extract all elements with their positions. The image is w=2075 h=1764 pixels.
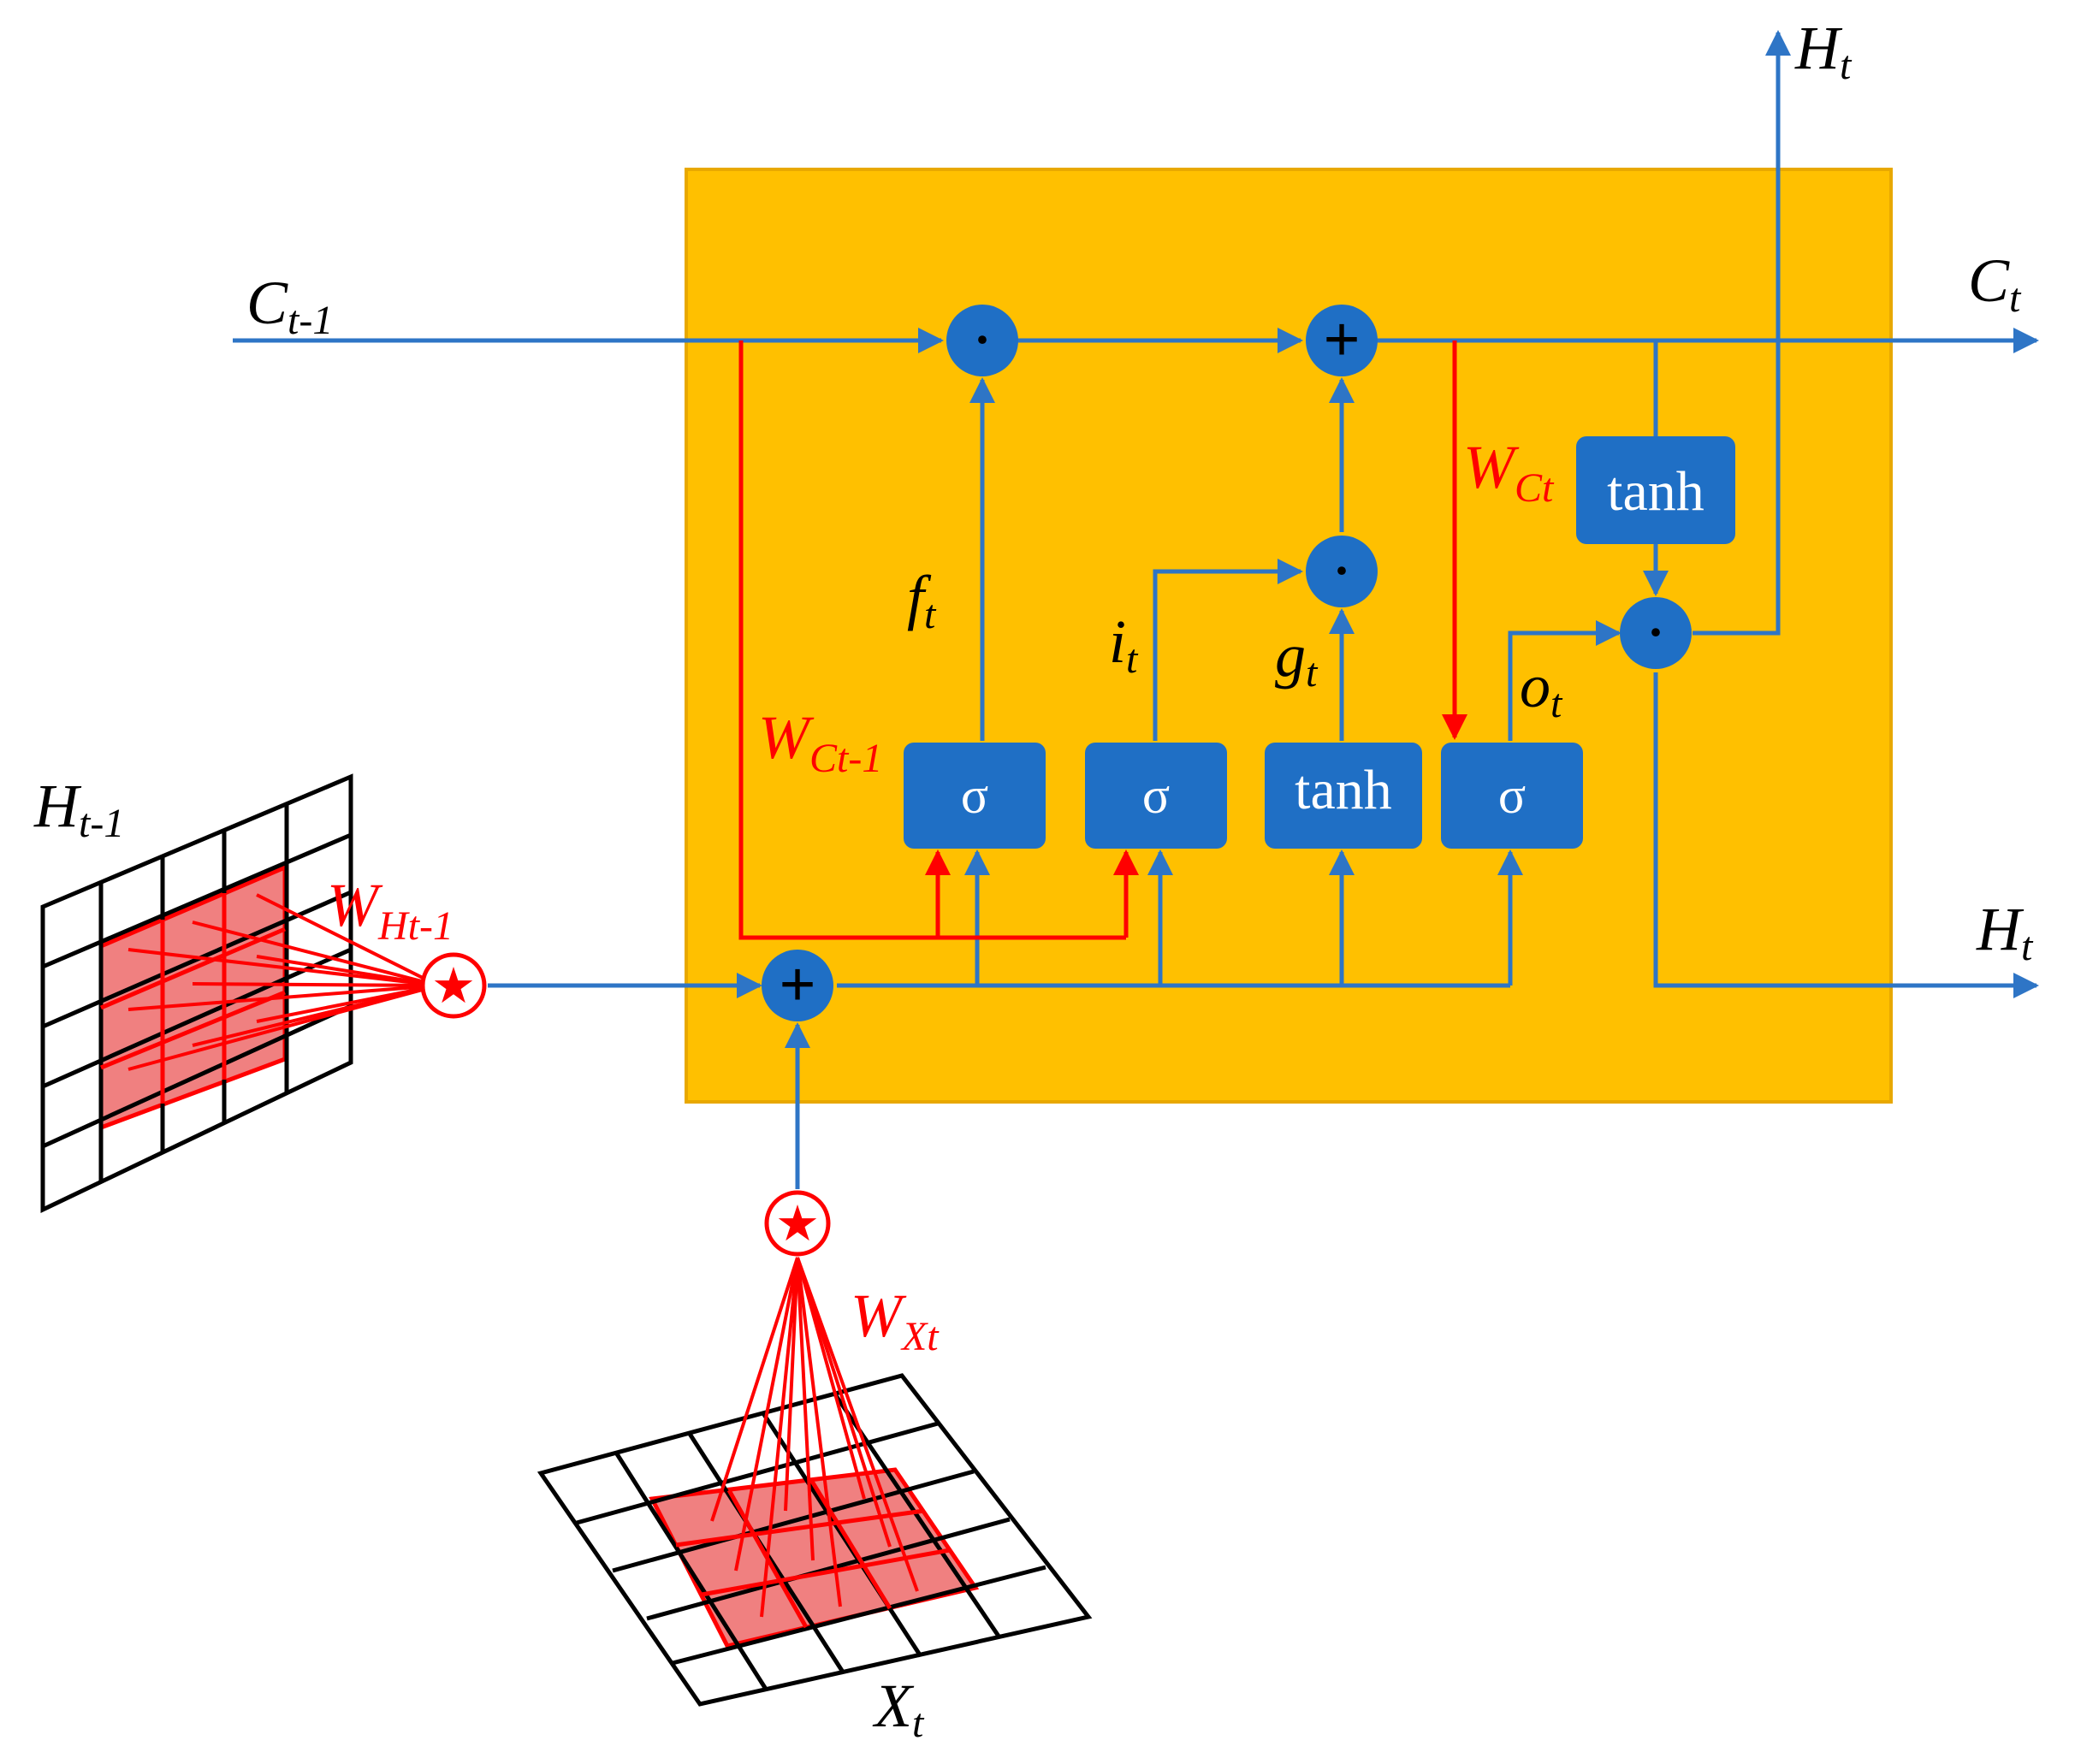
multiply-symbol: ·	[1333, 542, 1350, 599]
x-input-feature-map: ★	[537, 1190, 1093, 1707]
peephole-c-prev-line	[738, 340, 1126, 940]
h-prev-kernel-outline	[100, 893, 286, 1104]
input-gate-label: σ	[1142, 767, 1170, 824]
h-prev-grid-lines	[40, 773, 353, 1213]
text-labels: Ct-1 Ct Ht Ht Ht-1 Xt ft it gt ot	[33, 14, 2034, 1746]
w-ct-label: WCt	[1463, 433, 1555, 511]
input-gate: σ	[1085, 743, 1227, 849]
peephole-lines	[738, 340, 1467, 940]
weight-labels: WCt WCt-1 WHt-1 WXt	[327, 433, 1555, 1359]
w-ct-prev-label: WCt-1	[758, 703, 882, 781]
x-kernel-rays	[710, 1257, 919, 1618]
candidate-gate: tanh	[1265, 743, 1422, 849]
w-xt-label: WXt	[851, 1282, 940, 1359]
add-symbol: +	[779, 949, 815, 1021]
blue-flow-lines	[233, 30, 2039, 1189]
convolve-symbol: ★	[431, 958, 476, 1014]
h-prev-label: Ht-1	[33, 772, 124, 846]
h-right-label: Ht	[1976, 895, 2034, 969]
forget-gate: σ	[904, 743, 1046, 849]
input-add-node: +	[762, 949, 833, 1021]
forget-output-label: ft	[907, 563, 937, 637]
cell-tanh-label: tanh	[1607, 460, 1704, 523]
cell-tanh-box: tanh	[1576, 436, 1735, 544]
candidate-output-label: gt	[1275, 621, 1319, 696]
forget-gate-label: σ	[961, 767, 988, 824]
h-prev-feature-map: ★	[40, 773, 487, 1213]
forget-multiply-node: ·	[946, 305, 1018, 376]
c-next-label: Ct	[1968, 246, 2022, 321]
input-to-mult-line	[1153, 559, 1303, 741]
x-input-label: Xt	[872, 1672, 925, 1746]
operator-nodes: · + · · +	[762, 304, 1692, 1021]
multiply-symbol: ·	[1647, 604, 1664, 660]
x-conv-node: ★	[764, 1190, 831, 1257]
w-ht-prev-label: WHt-1	[327, 871, 454, 949]
convolve-symbol: ★	[775, 1196, 820, 1252]
output-gate: σ	[1441, 743, 1583, 849]
output-gate-label: σ	[1498, 767, 1526, 824]
x-grid-lines	[537, 1373, 1093, 1707]
multiply-symbol: ·	[974, 311, 991, 368]
h-prev-kernel-rays	[127, 893, 439, 1071]
output-gate-output-label: ot	[1520, 652, 1563, 726]
candidate-gate-label: tanh	[1295, 759, 1392, 821]
h-top-line	[1693, 30, 1791, 636]
add-symbol: +	[1323, 304, 1360, 376]
h-right-line	[1653, 672, 2039, 998]
h-top-label: Ht	[1794, 14, 1853, 88]
c-prev-label: Ct-1	[246, 269, 333, 343]
cell-add-node: +	[1306, 304, 1378, 376]
h-prev-conv-node: ★	[420, 952, 487, 1019]
output-to-mult-line	[1508, 620, 1621, 741]
input-multiply-node: ·	[1306, 536, 1378, 607]
gate-boxes: σ σ tanh σ tanh	[904, 436, 1735, 849]
input-output-label: it	[1109, 607, 1139, 682]
output-multiply-node: ·	[1620, 597, 1692, 669]
